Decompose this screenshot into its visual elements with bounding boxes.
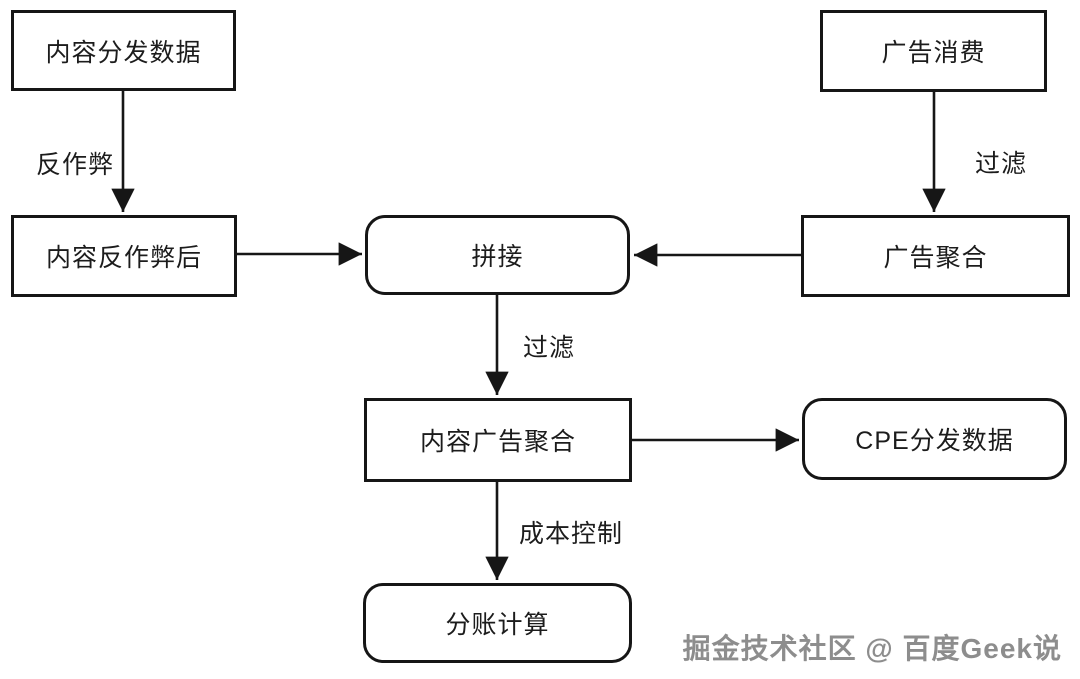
edge-label-filter-mid: 过滤 — [522, 334, 576, 362]
node-revenue-split-calculation: 分账计算 — [363, 583, 632, 663]
node-cpe-distribution-data: CPE分发数据 — [802, 398, 1067, 480]
node-ad-consumption: 广告消费 — [820, 10, 1047, 92]
node-content-distribution-data: 内容分发数据 — [11, 10, 236, 91]
node-content-ad-aggregation: 内容广告聚合 — [364, 398, 632, 482]
edge-label-cost-control: 成本控制 — [518, 520, 624, 548]
edge-label-filter-right: 过滤 — [974, 150, 1028, 178]
node-content-after-antifraud: 内容反作弊后 — [11, 215, 237, 297]
watermark: 掘金技术社区 @ 百度Geek说 — [682, 633, 1062, 664]
node-ad-aggregation: 广告聚合 — [801, 215, 1070, 297]
edge-label-anti-fraud: 反作弊 — [35, 151, 115, 179]
node-splice: 拼接 — [365, 215, 630, 295]
